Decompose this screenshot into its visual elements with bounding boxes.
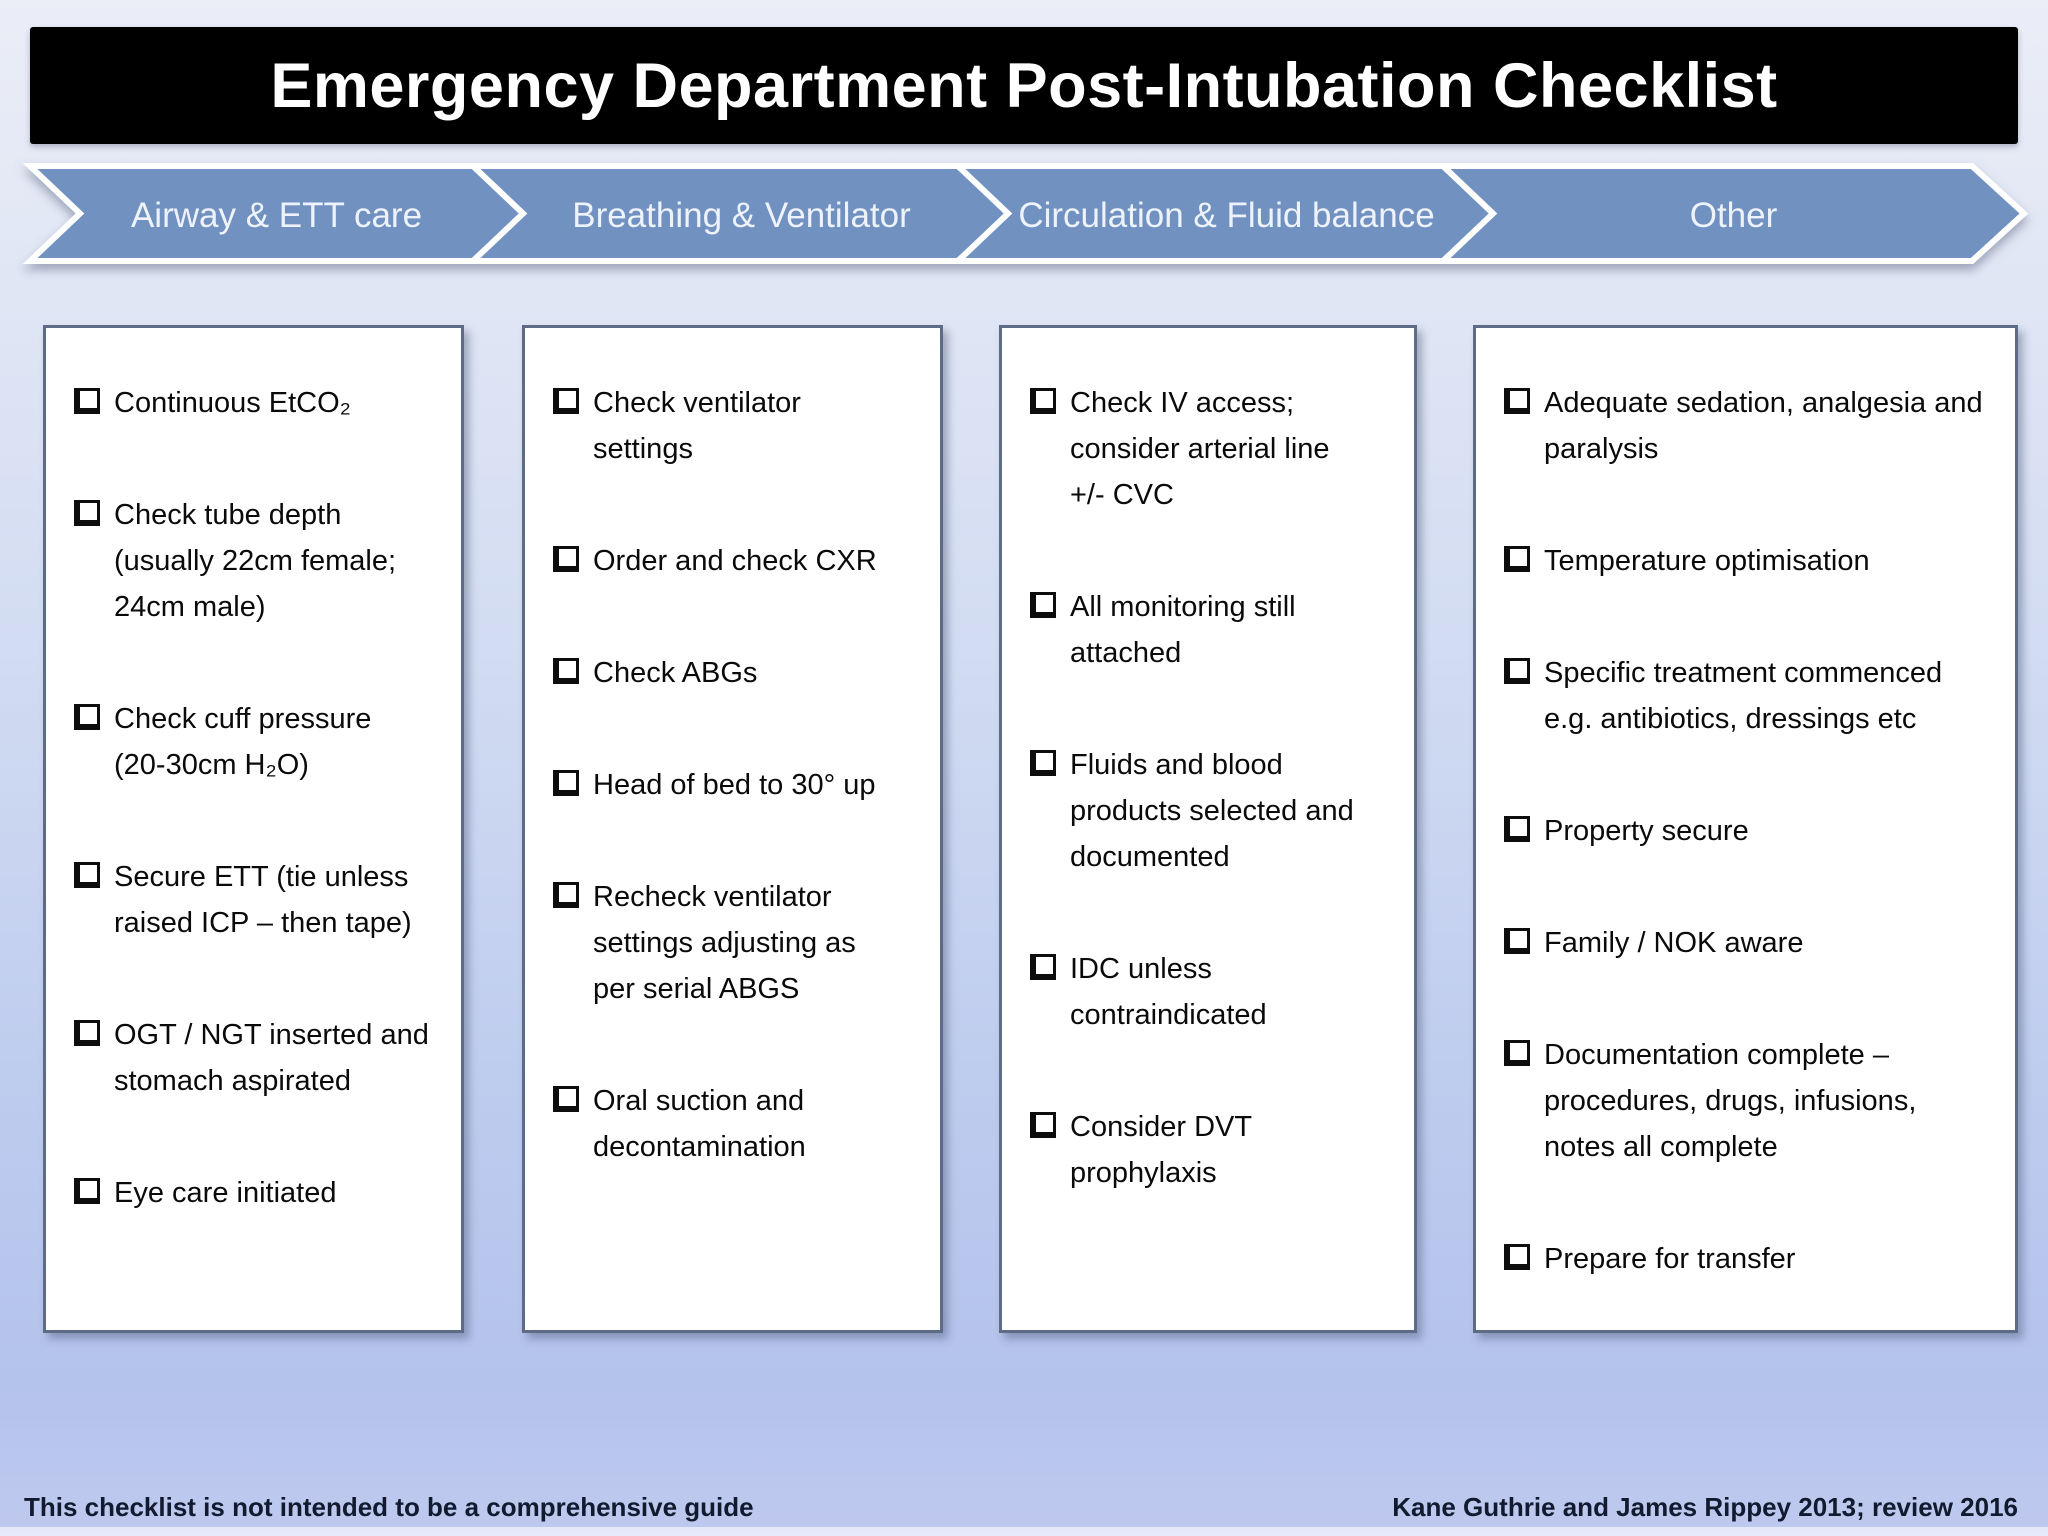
checkbox-unchecked-icon[interactable] xyxy=(553,1086,579,1112)
checkbox-unchecked-icon[interactable] xyxy=(74,704,100,730)
checkbox-unchecked-icon[interactable] xyxy=(1504,658,1530,684)
checkbox-unchecked-icon[interactable] xyxy=(74,500,100,526)
checklist-item-label: IDC unless contraindicated xyxy=(1070,953,1267,1031)
checklist-column-circulation: Check IV access; consider arterial line … xyxy=(999,325,1417,1333)
checklist-item-label: Secure ETT (tie unless raised ICP – then… xyxy=(114,861,412,939)
checkbox-unchecked-icon[interactable] xyxy=(74,1178,100,1204)
checklist-item: Check ABGs xyxy=(553,650,918,696)
checklist-item-label: Order and check CXR xyxy=(593,545,877,577)
checkbox-unchecked-icon[interactable] xyxy=(1504,816,1530,842)
stage-arrow-label-airway: Airway & ETT care xyxy=(130,196,423,235)
checklist-item: Property secure xyxy=(1504,808,1993,854)
checklist-item: Check ventilator settings xyxy=(553,380,918,472)
checklist-item: Recheck ventilator settings adjusting as… xyxy=(553,874,918,1012)
checkbox-unchecked-icon[interactable] xyxy=(74,862,100,888)
checkbox-unchecked-icon[interactable] xyxy=(553,546,579,572)
footer-disclaimer: This checklist is not intended to be a c… xyxy=(24,1492,754,1522)
checklist-item: Secure ETT (tie unless raised ICP – then… xyxy=(74,854,439,946)
checklist-item-label: Head of bed to 30° up xyxy=(593,769,876,801)
checklist-item-label: Check ventilator settings xyxy=(593,387,801,465)
checklist-item-label: OGT / NGT inserted and stomach aspirated xyxy=(114,1019,429,1097)
checklist-item-label: Property secure xyxy=(1544,815,1749,847)
checklist-item: Prepare for transfer xyxy=(1504,1236,1993,1282)
checklist-column-breathing: Check ventilator settings Order and chec… xyxy=(522,325,943,1333)
stage-flow-arrows xyxy=(22,163,2029,264)
checklist-item: Continuous EtCO₂ xyxy=(74,380,439,426)
stage-arrow-label-breathing: Breathing & Ventilator xyxy=(572,196,911,235)
checklist-item-label: Check tube depth (usually 22cm female; 2… xyxy=(114,499,397,623)
checklist-item-label: Eye care initiated xyxy=(114,1177,337,1209)
checkbox-unchecked-icon[interactable] xyxy=(1030,592,1056,618)
checklist-item-label: Continuous EtCO₂ xyxy=(114,387,351,419)
checklist-item-label: Consider DVT prophylaxis xyxy=(1070,1111,1253,1189)
checkbox-unchecked-icon[interactable] xyxy=(74,388,100,414)
checklist-item: Documentation complete – procedures, dru… xyxy=(1504,1032,1993,1170)
checklist-item: Specific treatment commenced e.g. antibi… xyxy=(1504,650,1993,742)
checklist-item-label: Fluids and blood products selected and d… xyxy=(1070,749,1354,873)
checklist-item: IDC unless contraindicated xyxy=(1030,946,1392,1038)
checklist-item: Consider DVT prophylaxis xyxy=(1030,1104,1392,1196)
checklist-item-label: Adequate sedation, analgesia and paralys… xyxy=(1544,387,1983,465)
checklist-item-label: Family / NOK aware xyxy=(1544,927,1804,959)
checklist-item-label: All monitoring still attached xyxy=(1070,591,1296,669)
checkbox-unchecked-icon[interactable] xyxy=(553,658,579,684)
footer-credits: Kane Guthrie and James Rippey 2013; revi… xyxy=(1392,1492,2018,1522)
stage-arrow-other xyxy=(1435,163,2029,264)
checkbox-unchecked-icon[interactable] xyxy=(553,770,579,796)
checkbox-unchecked-icon[interactable] xyxy=(1030,954,1056,980)
checkbox-unchecked-icon[interactable] xyxy=(1504,388,1530,414)
checklist-item: Temperature optimisation xyxy=(1504,538,1993,584)
checklist-item-label: Temperature optimisation xyxy=(1544,545,1870,577)
checklist-item-label: Recheck ventilator settings adjusting as… xyxy=(593,881,856,1005)
checklist-item-label: Oral suction and decontamination xyxy=(593,1085,806,1163)
checklist-item: Head of bed to 30° up xyxy=(553,762,918,808)
checkbox-unchecked-icon[interactable] xyxy=(1030,750,1056,776)
checklist-item: OGT / NGT inserted and stomach aspirated xyxy=(74,1012,439,1104)
checkbox-unchecked-icon[interactable] xyxy=(1504,1244,1530,1270)
checklist-column-other: Adequate sedation, analgesia and paralys… xyxy=(1473,325,2018,1333)
checklist-item-label: Check IV access; consider arterial line … xyxy=(1070,387,1330,511)
checklist-item-label: Check cuff pressure (20-30cm H₂O) xyxy=(114,703,372,781)
checklist-item-label: Prepare for transfer xyxy=(1544,1243,1796,1275)
checkbox-unchecked-icon[interactable] xyxy=(553,882,579,908)
stage-arrow-label-other: Other xyxy=(1689,196,1778,235)
checklist-item: Adequate sedation, analgesia and paralys… xyxy=(1504,380,1993,472)
checklist-item: Check tube depth (usually 22cm female; 2… xyxy=(74,492,439,630)
title-bar: Emergency Department Post-Intubation Che… xyxy=(30,27,2018,144)
checkbox-unchecked-icon[interactable] xyxy=(1030,388,1056,414)
checkbox-unchecked-icon[interactable] xyxy=(553,388,579,414)
checklist-item: Check cuff pressure (20-30cm H₂O) xyxy=(74,696,439,788)
checklist-item: Fluids and blood products selected and d… xyxy=(1030,742,1392,880)
checklist-item-label: Check ABGs xyxy=(593,657,758,689)
checkbox-unchecked-icon[interactable] xyxy=(1504,546,1530,572)
checklist-item: Family / NOK aware xyxy=(1504,920,1993,966)
checklist-item: Eye care initiated xyxy=(74,1170,439,1216)
checkbox-unchecked-icon[interactable] xyxy=(74,1020,100,1046)
checklist-item: Oral suction and decontamination xyxy=(553,1078,918,1170)
checklist-column-airway: Continuous EtCO₂ Check tube depth (usual… xyxy=(43,325,464,1333)
checklist-item: All monitoring still attached xyxy=(1030,584,1392,676)
checklist-item-label: Documentation complete – procedures, dru… xyxy=(1544,1039,1917,1163)
checklist-item: Order and check CXR xyxy=(553,538,918,584)
checkbox-unchecked-icon[interactable] xyxy=(1504,928,1530,954)
checklist-item-label: Specific treatment commenced e.g. antibi… xyxy=(1544,657,1943,735)
page-title: Emergency Department Post-Intubation Che… xyxy=(270,50,1778,121)
checkbox-unchecked-icon[interactable] xyxy=(1504,1040,1530,1066)
checkbox-unchecked-icon[interactable] xyxy=(1030,1112,1056,1138)
stage-arrow-label-circulation: Circulation & Fluid balance xyxy=(1018,196,1435,235)
checklist-item: Check IV access; consider arterial line … xyxy=(1030,380,1392,518)
bottom-edge-strip xyxy=(0,1527,2048,1536)
